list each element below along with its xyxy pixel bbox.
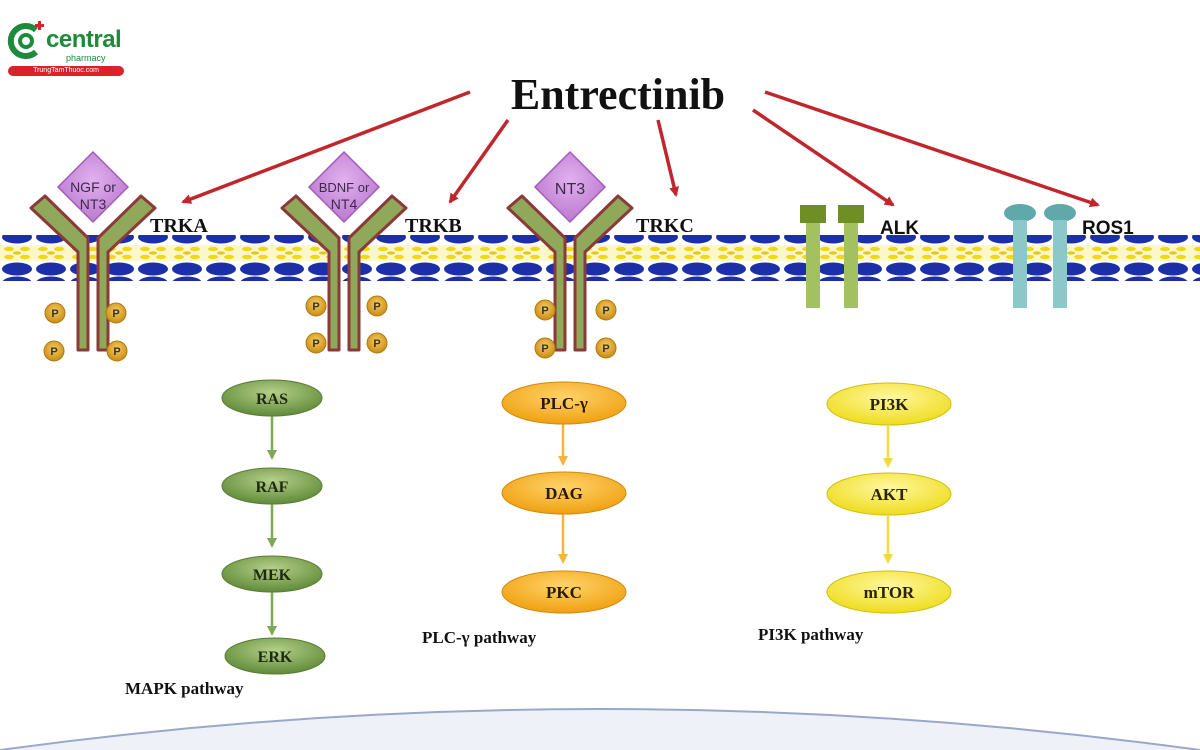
node-pkc (501, 570, 627, 614)
node-raf (221, 467, 323, 505)
drug-target-arrows (181, 90, 1100, 208)
phospho-label: P (51, 308, 58, 320)
phospho-group (595, 299, 617, 321)
phospho-label: P (112, 308, 119, 320)
mapk-pathway-label: MAPK pathway (125, 679, 244, 698)
logo-site-bar: TrungTamThuoc.com (8, 66, 124, 76)
phospho-groups: P P P P (43, 302, 128, 362)
phospho-label: P (113, 346, 120, 358)
phospho-group (366, 295, 388, 317)
receptor-alk (800, 205, 864, 308)
ligand-label-line1: NGF or (70, 179, 116, 195)
alk-head (800, 205, 826, 223)
pi3k-pathway-label: PI3K pathway (758, 625, 864, 644)
receptor-label-trkb: TRKB (405, 215, 462, 237)
node-mtor (826, 570, 952, 614)
ligand-label-line2: NT3 (80, 196, 107, 212)
ros1-stem (1053, 220, 1067, 308)
receptor-label-trka: TRKA (150, 215, 208, 237)
phospho-label: P (50, 346, 57, 358)
phospho-group (366, 332, 388, 354)
node-pi3k-label: PI3K (870, 395, 910, 414)
receptor-trkb: BDNF or NT4 P P P P (280, 150, 408, 354)
nucleus-envelope-arc (0, 708, 1200, 750)
phospho-label: P (373, 301, 380, 313)
node-plc-gamma-label: PLC-γ (540, 394, 588, 413)
trk-receptor-shape (280, 194, 408, 352)
arrow-to-alk (752, 108, 895, 207)
phospho-label: P (602, 343, 609, 355)
mapk-pathway: RAS RAF MEK ERK MAPK pathway (125, 379, 326, 698)
receptor-trka: NGF or NT3 P P P P (29, 150, 157, 362)
phospho-group (534, 337, 556, 359)
drug-title: Entrectinib (511, 70, 725, 119)
cell-membrane (0, 235, 1200, 281)
node-akt-label: AKT (871, 485, 909, 504)
phospho-group (106, 340, 128, 362)
arrow-to-trka (181, 90, 471, 204)
phospho-group (105, 302, 127, 324)
trk-receptor-shape (506, 194, 634, 352)
pharmacy-logo-icon (7, 21, 44, 59)
arrow-to-trkc (656, 119, 679, 197)
receptor-label-alk: ALK (880, 218, 919, 239)
phospho-label: P (312, 301, 319, 313)
plc-pathway-label: PLC-γ pathway (422, 628, 537, 647)
ligand-label-line2: NT4 (331, 196, 358, 212)
arrow-to-ros1 (764, 90, 1100, 208)
node-plc-gamma (501, 381, 627, 425)
phospho-group (305, 332, 327, 354)
ligand-diamond (307, 150, 381, 224)
phospho-group (43, 340, 65, 362)
node-ras-label: RAS (256, 391, 288, 408)
node-raf-label: RAF (256, 479, 289, 496)
node-erk (224, 637, 326, 675)
logo-sub-label: pharmacy (66, 53, 106, 63)
central-pharmacy-logo: central pharmacy TrungTamThuoc.com (6, 20, 126, 80)
receptor-trkc: NT3 P P P P (506, 150, 634, 359)
logo-brand-name: central (46, 26, 122, 53)
node-dag (501, 471, 627, 515)
phospho-label: P (312, 338, 319, 350)
node-erk-label: ERK (258, 649, 293, 666)
node-mek-label: MEK (253, 567, 292, 584)
phospho-group (44, 302, 66, 324)
node-pi3k (826, 382, 952, 426)
phospho-group (305, 295, 327, 317)
plc-pathway: PLC-γ DAG PKC PLC-γ pathway (422, 381, 627, 647)
receptor-label-trkc: TRKC (636, 215, 694, 237)
ros1-head (1044, 204, 1076, 222)
alk-head (838, 205, 864, 223)
ligand-diamond (533, 150, 607, 224)
alk-stem (844, 223, 858, 308)
node-dag-label: DAG (545, 484, 583, 503)
pi3k-pathway: PI3K AKT mTOR PI3K pathway (758, 382, 952, 644)
node-pkc-label: PKC (546, 583, 582, 602)
phospho-groups: P P P P (305, 295, 388, 354)
node-akt (826, 472, 952, 516)
node-mek (221, 555, 323, 593)
trk-receptor-shape (29, 194, 157, 352)
phospho-group (534, 299, 556, 321)
phospho-label: P (541, 305, 548, 317)
ros1-stem (1013, 220, 1027, 308)
phospho-groups: P P P P (534, 299, 617, 359)
alk-stem (806, 223, 820, 308)
phospho-label: P (373, 338, 380, 350)
node-mtor-label: mTOR (864, 583, 915, 602)
phospho-group (595, 337, 617, 359)
arrow-to-trkb (448, 118, 510, 204)
phospho-label: P (602, 305, 609, 317)
receptor-ros1 (1004, 204, 1076, 308)
phospho-label: P (541, 343, 548, 355)
ligand-label-line1: BDNF or (319, 180, 370, 195)
ligand-diamond (56, 150, 130, 224)
ligand-label-line1: NT3 (555, 181, 585, 198)
node-ras (221, 379, 323, 417)
receptor-label-ros1: ROS1 (1082, 218, 1134, 239)
ros1-head (1004, 204, 1036, 222)
